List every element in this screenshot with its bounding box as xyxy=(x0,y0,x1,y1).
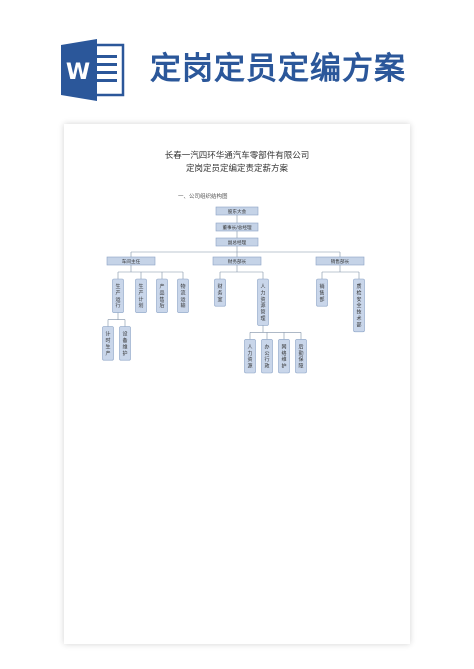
org-unit-label: 网络维护 xyxy=(281,344,286,369)
org-unit-label: 生产运行 xyxy=(115,283,120,309)
org-unit-box xyxy=(177,278,189,313)
org-unit-box xyxy=(135,278,147,313)
org-unit-box xyxy=(295,339,307,374)
org-head-0-box xyxy=(215,206,259,216)
org-unit-label: 质检安全技术部 xyxy=(356,283,361,328)
company-title: 长春一汽四环华通汽车零部件有限公司 xyxy=(164,151,310,161)
org-unit-label: 人力资源 xyxy=(247,344,252,369)
org-unit-box xyxy=(214,278,226,307)
org-unit-box xyxy=(353,278,365,333)
org-unit-label: 物流运输 xyxy=(180,283,185,309)
org-unit-label: 销售部 xyxy=(319,283,324,303)
org-unit-box xyxy=(156,278,168,313)
org-unit-box xyxy=(316,278,328,307)
org-unit-label: 产品售后 xyxy=(159,283,164,309)
banner-header: W 定岗定员定编方案 xyxy=(0,0,474,118)
org-unit-box xyxy=(261,339,273,374)
org-unit-box xyxy=(119,326,131,361)
department-0-label: 车间主任 xyxy=(122,258,141,265)
word-icon-letter: W xyxy=(66,60,90,85)
word-document-icon: W xyxy=(61,39,125,101)
org-unit-box xyxy=(244,339,256,374)
org-unit-box xyxy=(278,339,290,374)
org-unit-label: 人力资源管理 xyxy=(260,284,265,322)
department-2-label: 销售部长 xyxy=(331,258,350,265)
org-unit-label: 计时生产 xyxy=(105,331,110,357)
plan-title: 定岗定员定编定责定薪方案 xyxy=(185,164,288,174)
org-unit-label: 后勤保障 xyxy=(298,343,303,369)
department-1-label: 财务部长 xyxy=(228,258,247,265)
org-head-1-box xyxy=(215,222,259,232)
org-unit-label: 设备维护 xyxy=(122,331,127,357)
banner-title: 定岗定员定编方案 xyxy=(150,51,406,87)
org-unit-label: 生产计划 xyxy=(138,283,143,309)
document-page: 长春一汽四环华通汽车零部件有限公司 定岗定员定编定责定薪方案 一、公司组织结构图… xyxy=(64,124,410,644)
org-unit-label: 财务室 xyxy=(217,283,222,303)
org-head-2-label: 副总经理 xyxy=(228,239,247,246)
org-unit-label: 办公行政 xyxy=(264,343,269,369)
org-head-1-label: 董事长/总经理 xyxy=(222,224,252,231)
org-head-0-label: 股东大会 xyxy=(228,208,247,215)
org-unit-box xyxy=(102,326,114,361)
section-heading: 一、公司组织结构图 xyxy=(178,194,228,200)
